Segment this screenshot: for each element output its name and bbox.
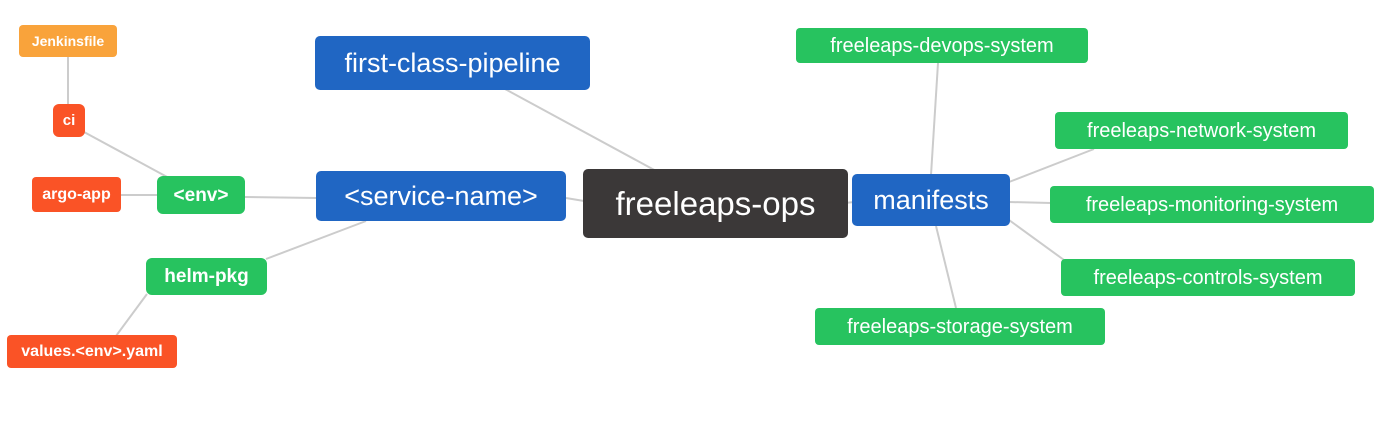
node-env[interactable]: <env> (157, 176, 245, 214)
node-freeleaps-storage-system[interactable]: freeleaps-storage-system (815, 308, 1105, 345)
edge-manifests-storage-system (935, 225, 957, 309)
node-freeleaps-devops-system[interactable]: freeleaps-devops-system (796, 28, 1088, 63)
node-ci[interactable]: ci (53, 104, 85, 137)
node-helm-pkg-label: helm-pkg (164, 266, 249, 287)
edge-env-service-name (244, 196, 318, 199)
edge-values-helm-pkg (115, 293, 148, 337)
node-values-env-yaml[interactable]: values.<env>.yaml (7, 335, 177, 368)
node-ci-label: ci (62, 112, 76, 129)
node-freeleaps-ops[interactable]: freeleaps-ops (583, 169, 848, 238)
node-freeleaps-monitoring-system-label: freeleaps-monitoring-system (1085, 193, 1339, 216)
node-service-name-label: <service-name> (344, 180, 538, 211)
node-freeleaps-controls-system-label: freeleaps-controls-system (1093, 266, 1323, 289)
node-freeleaps-network-system[interactable]: freeleaps-network-system (1055, 112, 1348, 149)
node-helm-pkg[interactable]: helm-pkg (146, 258, 267, 295)
node-manifests[interactable]: manifests (852, 174, 1010, 226)
node-freeleaps-monitoring-system[interactable]: freeleaps-monitoring-system (1050, 186, 1374, 223)
node-freeleaps-controls-system[interactable]: freeleaps-controls-system (1061, 259, 1355, 296)
node-jenkinsfile[interactable]: Jenkinsfile (19, 25, 117, 57)
edge-ci-env (83, 131, 170, 179)
node-manifests-label: manifests (873, 184, 989, 215)
edge-manifests-devops-system (930, 62, 939, 176)
node-service-name[interactable]: <service-name> (316, 171, 566, 221)
edge-service-name-freeleaps-ops (565, 197, 585, 202)
node-env-label: <env> (173, 184, 229, 206)
node-argo-app-label: argo-app (42, 185, 111, 203)
node-jenkinsfile-label: Jenkinsfile (31, 33, 105, 49)
node-freeleaps-ops-label: freeleaps-ops (615, 185, 816, 222)
node-freeleaps-network-system-label: freeleaps-network-system (1087, 119, 1316, 142)
edge-manifests-monitoring-system (1008, 201, 1052, 204)
node-first-class-pipeline-label: first-class-pipeline (344, 47, 561, 78)
edge-helm-pkg-service-name (265, 220, 367, 260)
edge-pipeline-freeleaps-ops (504, 88, 659, 173)
node-argo-app[interactable]: argo-app (32, 177, 121, 212)
node-first-class-pipeline[interactable]: first-class-pipeline (315, 36, 590, 90)
edge-manifests-network-system (1008, 148, 1095, 183)
edge-manifests-controls-system (1008, 219, 1065, 261)
node-freeleaps-storage-system-label: freeleaps-storage-system (847, 315, 1073, 338)
node-freeleaps-devops-system-label: freeleaps-devops-system (830, 34, 1054, 57)
node-values-env-yaml-label: values.<env>.yaml (21, 342, 163, 360)
